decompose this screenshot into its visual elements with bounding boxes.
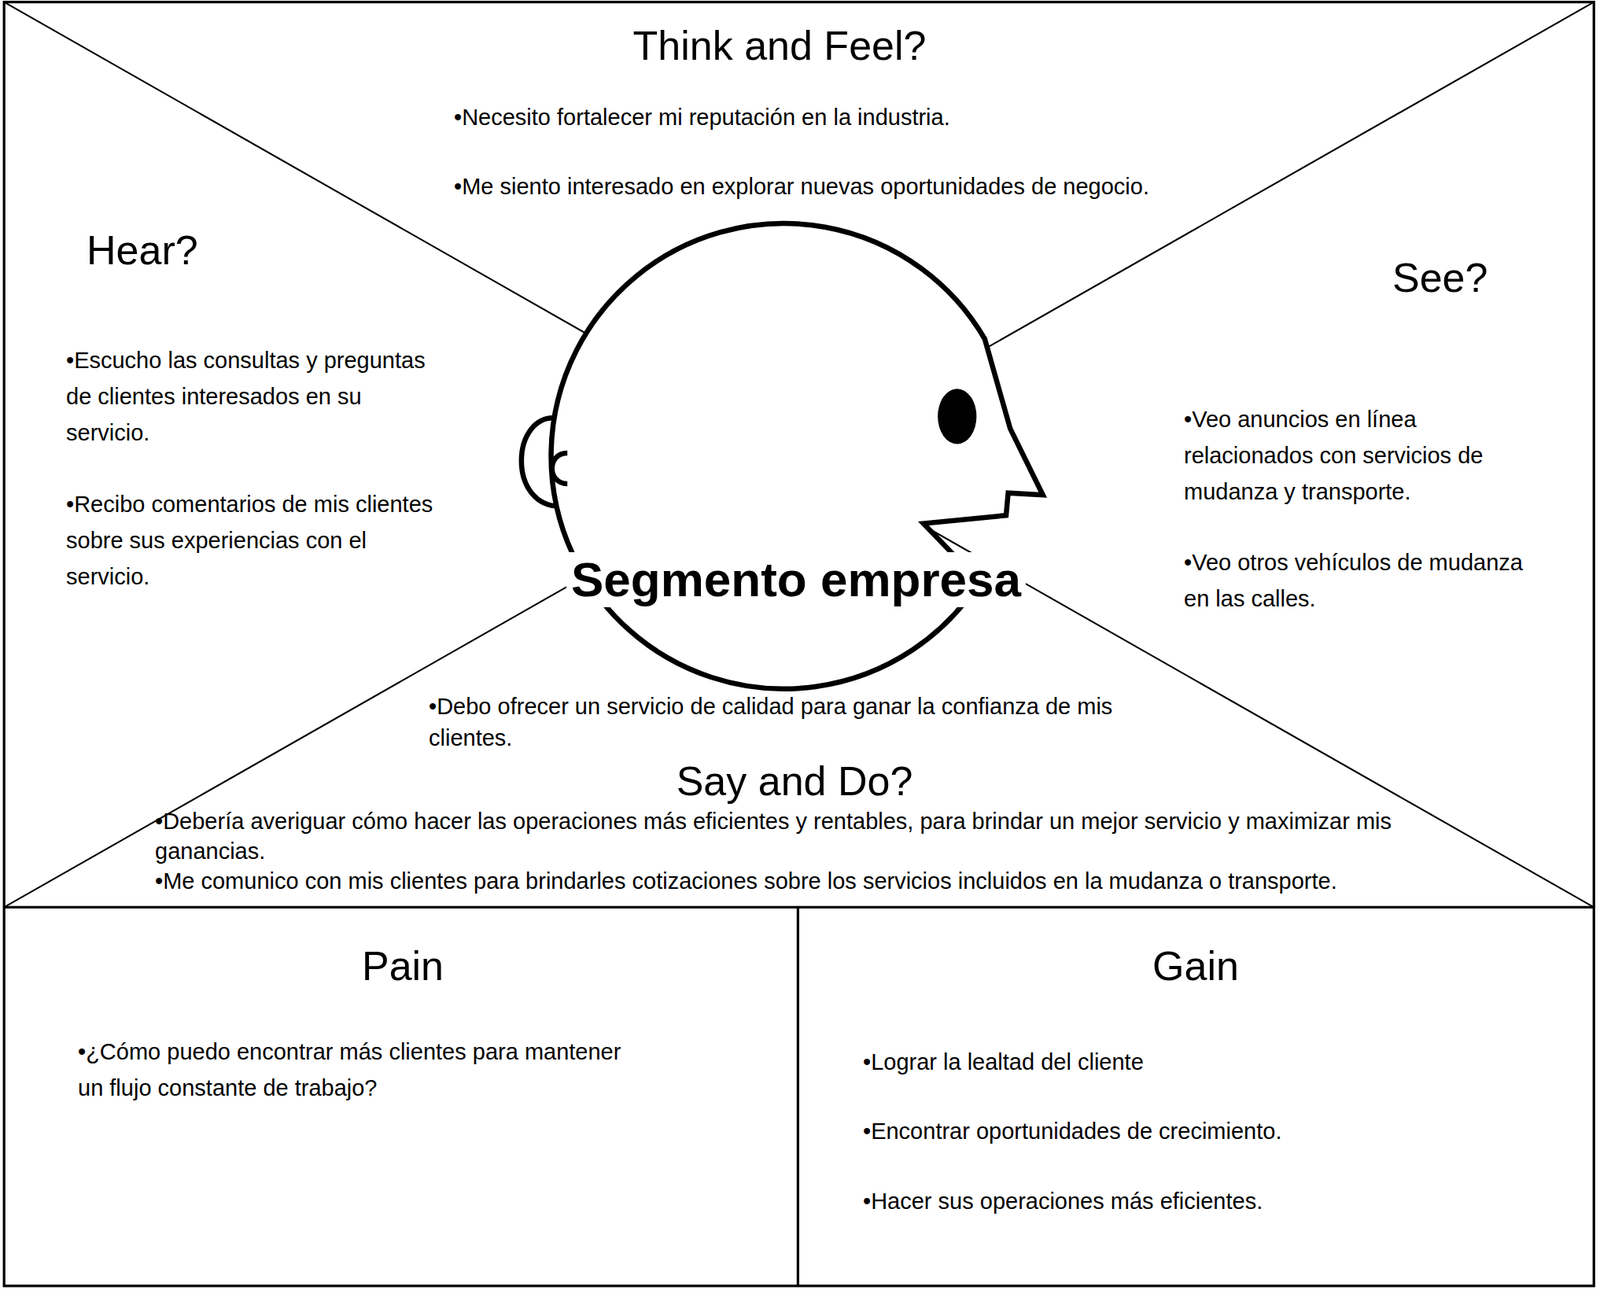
eye xyxy=(937,388,977,444)
bullet-text: •Encontrar oportunidades de crecimiento. xyxy=(862,1113,1556,1150)
bullet-text: •¿Cómo puedo encontrar más clientes para… xyxy=(77,1033,629,1106)
hear-region: Hear? •Escucho las consultas y preguntas … xyxy=(62,212,472,622)
bullet-text: •Lograr la lealtad del cliente xyxy=(862,1043,1556,1081)
bullet-text: •Escucho las consultas y preguntas de cl… xyxy=(66,342,448,451)
bullet-text: •Debo ofrecer un servicio de calidad par… xyxy=(428,690,1184,754)
diagonal-line xyxy=(3,2,1594,908)
bullet-text: •Debería averiguar cómo hacer las operac… xyxy=(154,806,1430,867)
gain-box: Gain •Lograr la lealtad del cliente •Encon… xyxy=(797,906,1594,1286)
bullet-text: •Necesito fortalecer mi reputación en la… xyxy=(453,99,1170,136)
outer-border xyxy=(3,2,1594,1287)
diagonal-line xyxy=(3,2,1594,908)
segment-title: Segmento empresa xyxy=(566,552,1026,608)
section-heading: See? xyxy=(1392,254,1566,302)
section-heading: Hear? xyxy=(86,226,292,274)
section-heading: Say and Do? xyxy=(676,760,914,802)
head-outline xyxy=(551,223,1044,690)
say-do-region: •Debo ofrecer un servicio de calidad par… xyxy=(149,676,1589,905)
bullet-text: •Me siento interesado en explorar nuevas… xyxy=(453,168,1170,205)
think-feel-region: Think and Feel? •Necesito fortalecer mi r… xyxy=(440,15,1196,244)
pain-box: Pain •¿Cómo puedo encontrar más clientes … xyxy=(3,906,798,1286)
divider-line xyxy=(796,906,800,1286)
bullet-text: •Veo anuncios en línea relacionados con … xyxy=(1183,401,1548,510)
section-heading: Pain xyxy=(361,942,444,990)
ear-inner xyxy=(552,453,568,484)
section-heading: Gain xyxy=(1152,942,1239,990)
section-heading: Think and Feel? xyxy=(633,22,927,70)
bullet-text: •Recibo comentarios de mis clientes sobr… xyxy=(66,486,448,595)
head-circle: Segmento empresa xyxy=(550,223,1017,690)
see-region: See? •Veo anuncios en línea relacionados … xyxy=(1172,251,1582,622)
bullet-text: •Hacer sus operaciones más eficientes. xyxy=(862,1183,1556,1220)
bullet-text: •Me comunico con mis clientes para brind… xyxy=(154,866,1564,896)
bullet-text: •Veo otros vehículos de mudanza en las c… xyxy=(1183,544,1548,617)
